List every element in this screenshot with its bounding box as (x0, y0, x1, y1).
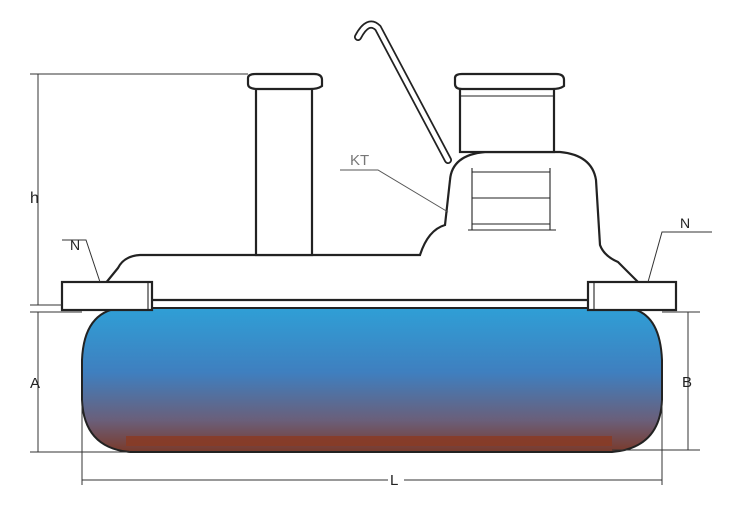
tank-upper-body (89, 150, 659, 302)
label-kt: KT (350, 152, 369, 169)
label-h: h (30, 190, 39, 207)
leader-n-left (62, 239, 101, 283)
nozzle-left (60, 280, 154, 312)
manhole-cover (453, 72, 566, 91)
tank-liquid-body (81, 307, 663, 453)
label-n-left: N (70, 237, 80, 253)
access-ladder (468, 168, 556, 231)
suction-pipe (354, 20, 452, 164)
dimension-b (612, 311, 700, 451)
dimension-l (81, 400, 663, 485)
sludge-layer (126, 436, 612, 446)
dimension-h (30, 73, 248, 306)
label-b: B (682, 374, 692, 391)
vent-pipe-left-cap (246, 72, 324, 91)
leader-n-right (647, 231, 712, 283)
nozzle-right (586, 280, 678, 312)
dimension-a (30, 311, 130, 453)
leader-kt (340, 169, 449, 213)
vent-pipe-left (254, 86, 314, 257)
suction-pipe-inner (355, 22, 451, 163)
label-l: L (390, 472, 398, 489)
manhole-neck (458, 86, 556, 154)
label-a: A (30, 375, 40, 392)
label-n-right: N (680, 215, 690, 231)
